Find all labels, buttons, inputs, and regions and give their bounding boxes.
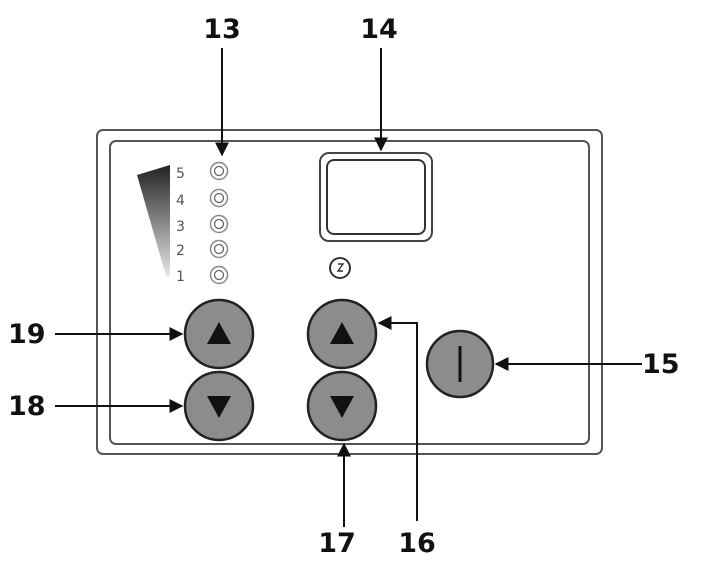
power-bar-icon [458,346,462,382]
callout-17: 17 [318,528,356,559]
level-label-3: 3 [176,219,185,235]
power-level-up-button[interactable] [183,298,255,370]
timer-down-button[interactable] [306,370,378,442]
power-level-down-button[interactable] [183,370,255,442]
level-led-5 [209,161,229,181]
callout-14: 14 [360,14,398,45]
callout-15: 15 [642,349,680,380]
leader-line-16 [377,316,418,521]
level-label-1: 1 [176,269,185,285]
down-triangle-icon [330,396,354,418]
level-led-1 [209,265,229,285]
level-label-2: 2 [176,243,185,259]
callout-16: 16 [398,528,436,559]
power-level-ramp [137,165,170,276]
up-triangle-icon [330,322,354,344]
callout-18: 18 [8,391,46,422]
level-label-5: 5 [176,166,185,182]
up-triangle-icon [207,322,231,344]
display-window [326,159,426,235]
level-label-4: 4 [176,193,185,209]
level-led-3 [209,214,229,234]
callout-19: 19 [8,319,46,350]
down-triangle-icon [207,396,231,418]
callout-13: 13 [203,14,241,45]
level-led-4 [209,188,229,208]
power-button[interactable] [425,329,495,399]
clock-icon [329,257,351,279]
level-led-2 [209,239,229,259]
timer-up-button[interactable] [306,298,378,370]
